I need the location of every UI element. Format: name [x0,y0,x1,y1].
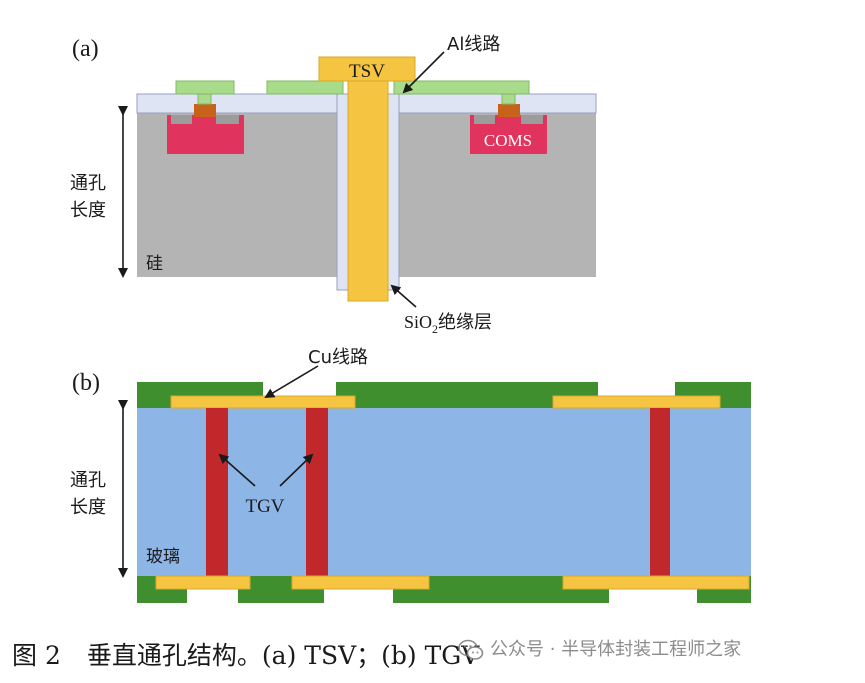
panel-b: (b) Cu线路 TGV 通孔 长度 [70,347,751,603]
tsv-cap [318,56,416,82]
tgv-pillar-3 [650,408,670,576]
bottom-cu-line-1 [155,575,251,590]
caption-text: 垂直通孔结构。(a) TSV；(b) TGV [86,641,480,670]
coms-gate-right-a [474,115,495,124]
length-label-b-1: 通孔 [70,470,106,491]
tgv-label: TGV [245,496,284,517]
bottom-cu-line-3 [562,575,750,590]
cu-line-arrow [264,365,319,399]
watermark: 公众号 · 半导体封装工程师之家 [458,632,741,668]
al-line-right [393,80,530,95]
bottom-cu-line-2 [291,575,430,590]
length-label-a-2: 长度 [70,200,106,221]
tgv-pillar-2 [306,408,328,576]
wechat-icon [458,639,484,660]
glass-label: 玻璃 [146,547,180,567]
length-label-b-2: 长度 [70,497,106,518]
caption-fig: 图 [12,641,38,670]
top-cu-line-2 [552,395,721,409]
tsv-pillar [347,80,389,302]
silicon-label: 硅 [146,254,163,274]
sio2-label: SiO2绝缘层 [404,312,492,336]
length-label-a-1: 通孔 [70,173,106,194]
bottom-mask-1 [137,589,187,603]
tgv-arrow-right [279,453,314,487]
coms-label: COMS [484,131,532,150]
contact-pad-left [194,104,216,117]
tgv-arrow-left [218,453,256,487]
al-line-left [175,80,235,95]
bottom-mask-3 [393,589,609,603]
glass-core [137,408,751,576]
contact-pad-right [498,104,520,117]
caption-number: 2 [45,641,61,670]
tsv-label: TSV [349,61,385,82]
bottom-mask-4 [697,589,751,603]
coms-gate-right-b [521,115,543,124]
al-line-arrow [402,51,445,94]
contact-via-right [501,93,516,105]
sio2-arrow [390,284,417,308]
panel-a: (a) COMS TSV Al线路 通孔 长度 [70,34,597,336]
al-line-middle [266,80,344,95]
tgv-pillar-1 [206,408,228,576]
panel-b-tag: (b) [72,370,100,396]
contact-via-left [197,93,212,105]
panel-a-tag: (a) [72,36,99,62]
al-line-label: Al线路 [447,34,500,55]
coms-gate-left-a [171,115,192,124]
coms-gate-left-b [216,115,239,124]
cu-line-label: Cu线路 [308,347,368,368]
watermark-text: 公众号 · 半导体封装工程师之家 [490,639,742,660]
top-cu-line-1 [170,395,356,409]
